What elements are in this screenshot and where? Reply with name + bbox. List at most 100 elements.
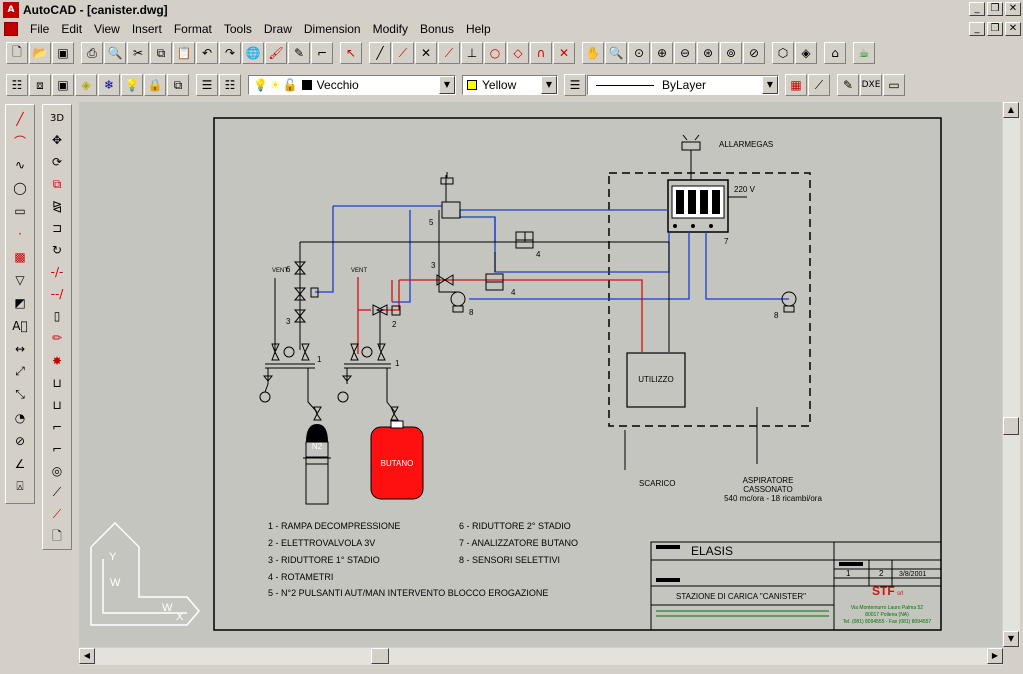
page-icon[interactable]: 🗋: [52, 528, 62, 543]
zoom-previous-icon[interactable]: ⊘: [743, 42, 765, 64]
spline-icon[interactable]: ∿: [14, 157, 26, 172]
hyperlink-icon[interactable]: 🌐: [242, 42, 264, 64]
redo-icon[interactable]: ↷: [219, 42, 241, 64]
properties-icon[interactable]: ▦: [785, 74, 807, 96]
perpendicular-icon[interactable]: ⟋: [392, 42, 414, 64]
zoom-all-icon[interactable]: ⊚: [720, 42, 742, 64]
erase-icon[interactable]: ⟋: [52, 507, 62, 522]
menu-modify[interactable]: Modify: [372, 22, 408, 36]
pen-icon[interactable]: ✎: [288, 42, 310, 64]
preview-icon[interactable]: 🔍: [104, 42, 126, 64]
rectangle-icon[interactable]: ▭: [14, 203, 26, 218]
doc-close-button[interactable]: ✕: [1005, 22, 1021, 36]
arc-icon[interactable]: ⌒: [13, 135, 26, 149]
layer-save-icon[interactable]: ▣: [52, 74, 74, 96]
intersection-icon[interactable]: ○: [484, 42, 506, 64]
mirror-icon[interactable]: ⧎: [51, 199, 63, 214]
menu-tools[interactable]: Tools: [223, 22, 252, 36]
menu-view[interactable]: View: [94, 22, 120, 36]
break-icon[interactable]: ▯: [53, 309, 61, 324]
dimension-linear-icon[interactable]: ↔: [14, 341, 26, 356]
autocad-icon[interactable]: A: [3, 2, 19, 18]
line-icon[interactable]: ╱: [16, 111, 24, 126]
endpoint-icon[interactable]: ⟋: [438, 42, 460, 64]
match-properties-icon[interactable]: 🖌: [265, 42, 287, 64]
region-icon[interactable]: ◩: [14, 295, 26, 310]
chevron-down-icon[interactable]: ▼: [541, 76, 557, 94]
edit-icon[interactable]: ✎: [837, 74, 859, 96]
layer-off-icon[interactable]: ◈: [75, 74, 97, 96]
document-icon[interactable]: [4, 22, 18, 36]
3d-icon[interactable]: 3D: [49, 112, 65, 124]
layer-dropdown[interactable]: 💡 ☀ 🔓 Vecchio ▼: [248, 75, 456, 95]
zoom-realtime-icon[interactable]: 🔍: [605, 42, 627, 64]
copy-icon[interactable]: ⧉: [150, 42, 172, 64]
zoom-extents-icon[interactable]: ⊛: [697, 42, 719, 64]
copy-object-icon[interactable]: ⧉: [52, 176, 62, 191]
horizontal-scroll-thumb[interactable]: [371, 648, 389, 664]
cut-icon[interactable]: ✂: [127, 42, 149, 64]
dimension-diameter-icon[interactable]: ⊘: [14, 433, 26, 448]
tangent-icon[interactable]: ✕: [415, 42, 437, 64]
close-button[interactable]: ✕: [1005, 2, 1021, 16]
layer-manager-icon[interactable]: ☷: [219, 74, 241, 96]
scroll-right-icon[interactable]: ▶: [987, 648, 1003, 664]
paste-icon[interactable]: 📋: [173, 42, 195, 64]
vertical-scrollbar[interactable]: ▲ ▼: [1003, 102, 1020, 647]
stretch-icon[interactable]: ⊔: [52, 397, 62, 412]
rotate-icon[interactable]: ⟳: [51, 155, 63, 170]
explode-icon[interactable]: ⊔: [52, 375, 62, 390]
zoom-window-icon[interactable]: ⊙: [628, 42, 650, 64]
hatch-icon[interactable]: ▩: [14, 249, 26, 264]
home-icon[interactable]: ⌂: [824, 42, 846, 64]
horizontal-scrollbar[interactable]: ◀ ▶: [79, 648, 1003, 665]
snap-icon[interactable]: ↖: [340, 42, 362, 64]
scale-icon[interactable]: ⌐: [51, 419, 63, 434]
table-icon[interactable]: ▽: [15, 272, 25, 287]
move-icon[interactable]: ✥: [51, 133, 63, 148]
display-icon[interactable]: ▭: [883, 74, 905, 96]
cancel-icon[interactable]: ✕: [553, 42, 575, 64]
doc-minimize-button[interactable]: _: [969, 22, 985, 36]
mtext-icon[interactable]: A⃞: [12, 318, 28, 333]
scroll-down-icon[interactable]: ▼: [1003, 631, 1019, 647]
make-current-icon[interactable]: ☰: [196, 74, 218, 96]
linetype-dropdown[interactable]: ByLayer ▼: [587, 75, 779, 95]
layer-states-icon[interactable]: ⧈: [29, 74, 51, 96]
doc-restore-button[interactable]: ❒: [987, 22, 1003, 36]
open-icon[interactable]: 📂: [29, 42, 51, 64]
menu-bonus[interactable]: Bonus: [419, 22, 454, 36]
minimize-button[interactable]: _: [969, 2, 985, 16]
chevron-down-icon[interactable]: ▼: [439, 76, 455, 94]
array-icon[interactable]: ↻: [51, 243, 63, 258]
save-icon[interactable]: ▣: [52, 42, 74, 64]
layer-previous-icon[interactable]: ⧉: [167, 74, 189, 96]
scroll-left-icon[interactable]: ◀: [79, 648, 95, 664]
circle-icon[interactable]: ◯: [13, 180, 27, 195]
match-icon[interactable]: ⟋: [808, 74, 830, 96]
dimension-angular-icon[interactable]: ∠: [14, 456, 26, 471]
vertical-scroll-thumb[interactable]: [1003, 417, 1019, 435]
fillet-icon[interactable]: ✸: [51, 353, 63, 368]
dimension-ordinate-icon[interactable]: ⤡: [15, 387, 25, 401]
teapot-icon[interactable]: ☕: [853, 42, 875, 64]
zoom-in-icon[interactable]: ⊕: [651, 42, 673, 64]
freeze-icon[interactable]: ❄: [98, 74, 120, 96]
extend-icon[interactable]: --/: [50, 287, 64, 302]
maximize-button[interactable]: ❒: [987, 2, 1003, 16]
cancel-snap-icon[interactable]: ∩: [530, 42, 552, 64]
print-icon[interactable]: ⎙: [81, 42, 103, 64]
chevron-down-icon[interactable]: ▼: [762, 76, 778, 94]
light-bulb-icon[interactable]: 💡: [121, 74, 143, 96]
trim-icon[interactable]: -/-: [50, 265, 64, 280]
magnet-icon[interactable]: ◇: [507, 42, 529, 64]
offset-icon[interactable]: ⊐: [51, 221, 63, 236]
render-icon[interactable]: ⬡: [772, 42, 794, 64]
linetype-icon[interactable]: ☰: [564, 74, 586, 96]
point-icon[interactable]: ·: [18, 226, 22, 241]
lock-icon[interactable]: 🔒: [144, 74, 166, 96]
menu-file[interactable]: File: [30, 22, 50, 36]
3d-orbit-icon[interactable]: ◈: [795, 42, 817, 64]
zoom-out-icon[interactable]: ⊖: [674, 42, 696, 64]
dimension-style-icon[interactable]: ⍓: [16, 479, 24, 493]
